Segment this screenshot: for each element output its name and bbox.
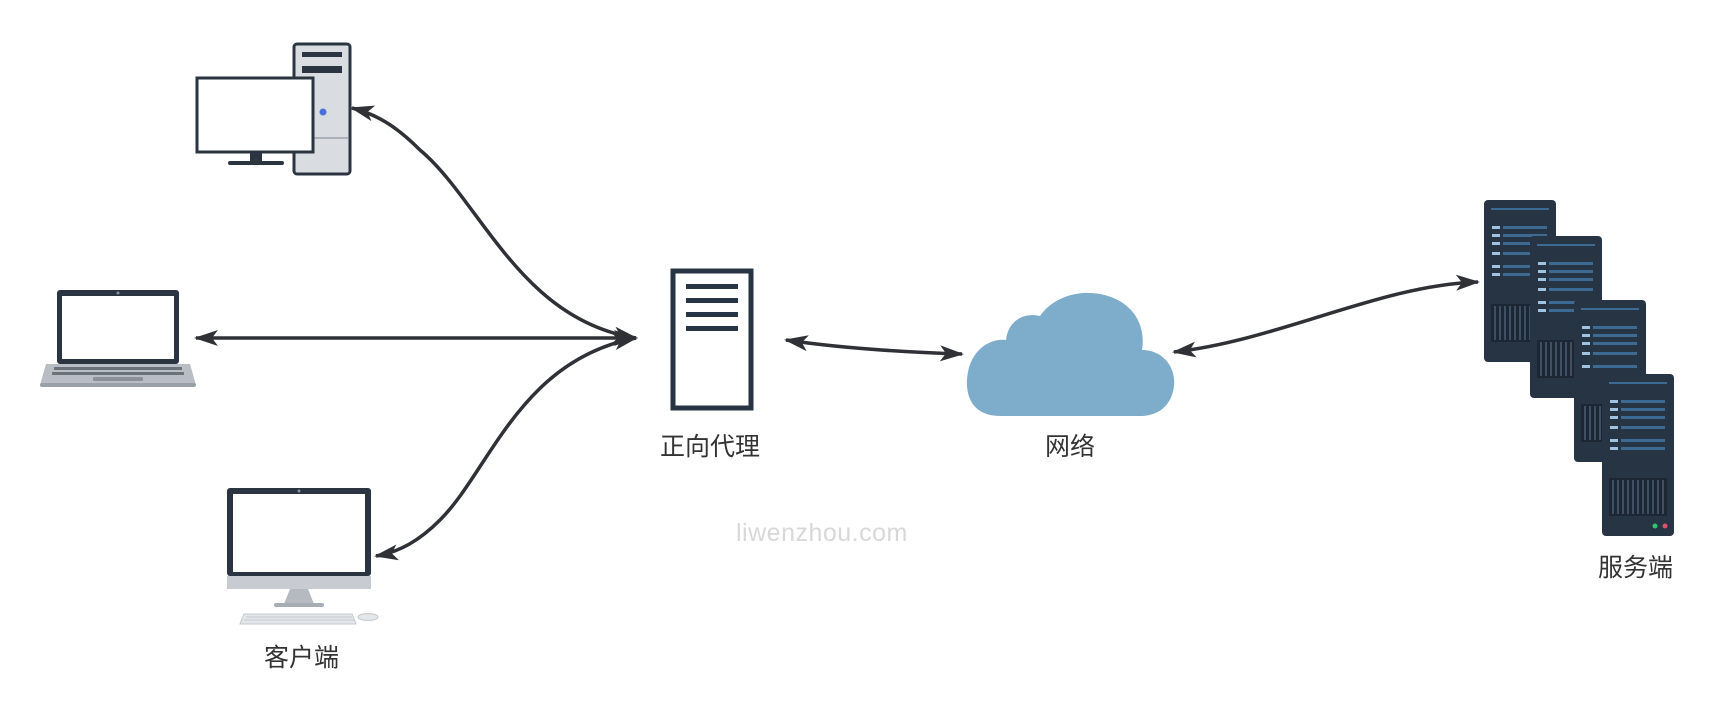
watermark-text: liwenzhou.com <box>736 519 908 547</box>
forward-proxy-icon <box>670 268 754 411</box>
network-cloud-icon <box>966 292 1175 416</box>
server-unit-4 <box>1602 374 1674 536</box>
network-label: 网络 <box>1045 432 1096 461</box>
desktop-computer-icon <box>195 42 352 176</box>
arrow-network-server <box>1172 274 1480 358</box>
forward-proxy-label: 正向代理 <box>660 432 761 461</box>
client-label: 客户端 <box>264 643 340 672</box>
all-in-one-computer-icon <box>227 488 379 625</box>
laptop-icon <box>40 290 196 387</box>
server-label: 服务端 <box>1598 553 1674 582</box>
server-stack-icon <box>1484 200 1674 536</box>
arrow-proxy-network <box>784 335 964 362</box>
arrow-proxy-allinone <box>374 334 638 561</box>
arrow-proxy-desktop <box>350 105 638 343</box>
